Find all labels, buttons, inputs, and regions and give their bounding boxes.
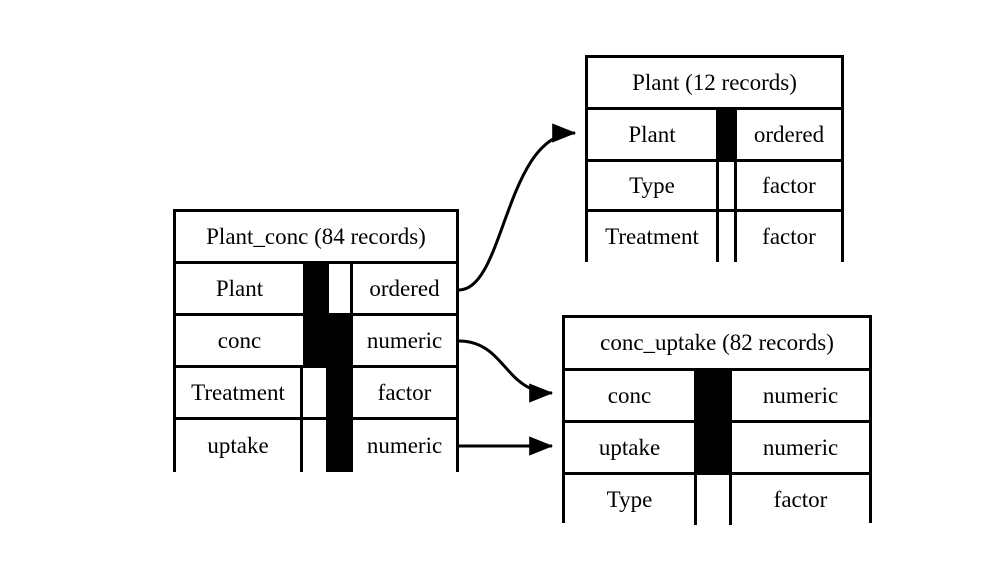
field-name: Type xyxy=(606,487,653,512)
field-name: Treatment xyxy=(605,224,699,249)
table-row[interactable]: conc numeric xyxy=(176,316,456,368)
field-marker-secondary xyxy=(326,420,350,472)
table-row[interactable]: Plant ordered xyxy=(176,264,456,316)
table-row[interactable]: uptake numeric xyxy=(565,423,869,475)
field-name: uptake xyxy=(176,420,303,472)
field-type: numeric xyxy=(762,434,839,460)
field-type: factor xyxy=(762,172,816,198)
arrow-conc-to-conc xyxy=(458,339,554,403)
field-marker-primary xyxy=(303,420,326,472)
field-marker-primary xyxy=(716,110,737,159)
field-marker-primary xyxy=(716,212,737,262)
field-type: ordered xyxy=(350,264,456,313)
field-marker-secondary xyxy=(329,264,350,313)
field-type: numeric xyxy=(762,382,839,408)
field-type: numeric xyxy=(350,420,456,472)
field-name: Plant xyxy=(215,275,264,301)
field-name: uptake xyxy=(598,434,661,460)
table-conc-uptake[interactable]: conc_uptake (82 records) conc numeric up… xyxy=(562,315,872,525)
field-marker-primary xyxy=(694,475,732,525)
table-plant[interactable]: Plant (12 records) Plant ordered Type fa… xyxy=(585,55,844,262)
field-marker-primary xyxy=(303,316,329,365)
table-plant-conc[interactable]: Plant_conc (84 records) Plant ordered co… xyxy=(173,209,459,472)
arrow-plant-to-plant xyxy=(458,123,577,292)
field-marker-primary xyxy=(303,264,329,313)
field-type: factor xyxy=(773,487,828,512)
field-marker-primary xyxy=(303,368,326,417)
table-row[interactable]: Treatment factor xyxy=(588,212,841,262)
field-marker-primary xyxy=(694,423,732,472)
table-row[interactable]: Plant ordered xyxy=(588,110,841,162)
field-name: Type xyxy=(629,172,675,198)
field-marker-primary xyxy=(694,371,732,420)
table-title-conc-uptake: conc_uptake (82 records) xyxy=(565,318,869,371)
field-type: factor xyxy=(350,368,456,417)
field-name: conc xyxy=(607,382,652,408)
field-marker-primary xyxy=(716,162,737,209)
field-marker-secondary xyxy=(326,368,350,417)
table-title-plant-conc: Plant_conc (84 records) xyxy=(176,212,456,264)
field-type: factor xyxy=(762,224,816,249)
table-row[interactable]: uptake numeric xyxy=(176,420,456,472)
table-row[interactable]: Type factor xyxy=(588,162,841,212)
table-row[interactable]: conc numeric xyxy=(565,371,869,423)
table-title-plant: Plant (12 records) xyxy=(588,58,841,110)
field-name: Treatment xyxy=(176,368,303,417)
field-type: ordered xyxy=(753,121,825,147)
field-name: conc xyxy=(217,327,262,353)
field-type: numeric xyxy=(350,316,456,365)
table-row[interactable]: Type factor xyxy=(565,475,869,525)
table-row[interactable]: Treatment factor xyxy=(176,368,456,420)
field-marker-secondary xyxy=(329,316,350,365)
field-name: Plant xyxy=(628,121,676,147)
